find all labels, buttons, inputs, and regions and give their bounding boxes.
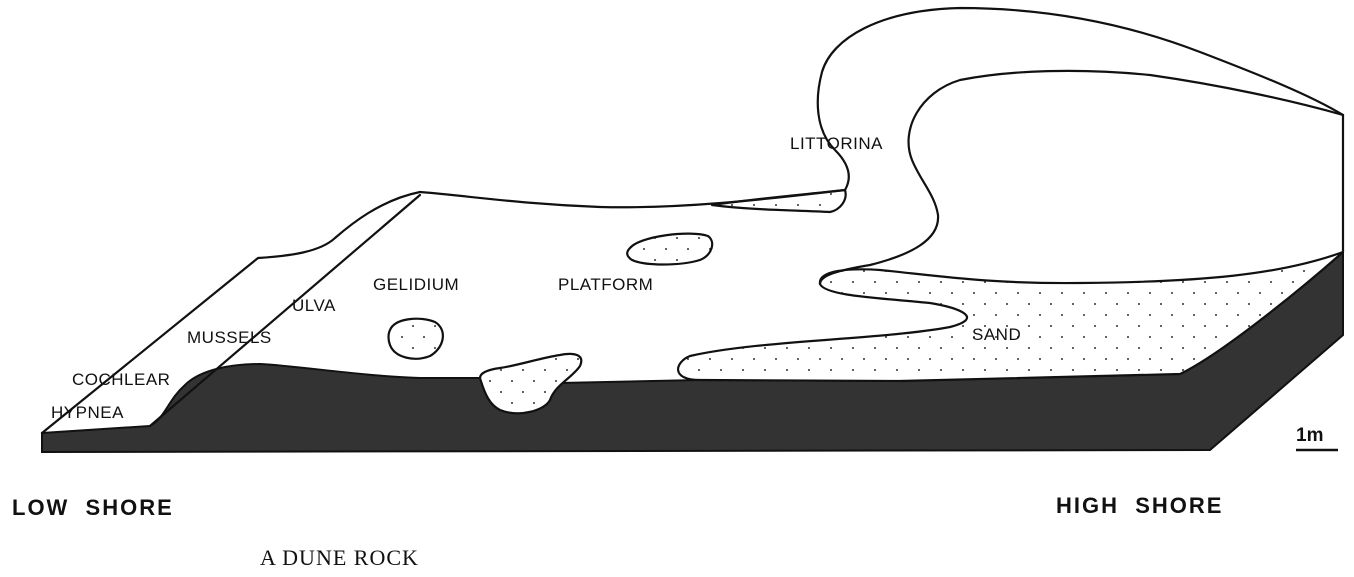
sand-label: SAND <box>972 325 1021 344</box>
platform-label: PLATFORM <box>558 275 653 294</box>
overhang-inner-curve <box>820 71 1343 284</box>
scale-bar-label: 1m <box>1296 425 1323 446</box>
ulva-label: ULVA <box>292 296 336 315</box>
cochlear-label: COCHLEAR <box>72 370 170 389</box>
gelidium-label: GELIDIUM <box>373 275 459 294</box>
sand-pocket-gelidium <box>389 319 443 359</box>
high-shore-label: HIGH SHORE <box>1056 493 1223 518</box>
littorina-label: LITTORINA <box>790 134 883 153</box>
low-shore-label: LOW SHORE <box>12 495 174 520</box>
mussels-label: MUSSELS <box>187 328 272 347</box>
figure-caption: A DUNE ROCK <box>260 545 419 570</box>
hypnea-label: HYPNEA <box>51 403 124 422</box>
sand-pocket-platform <box>627 234 712 265</box>
littorina-overhang <box>818 8 1343 190</box>
